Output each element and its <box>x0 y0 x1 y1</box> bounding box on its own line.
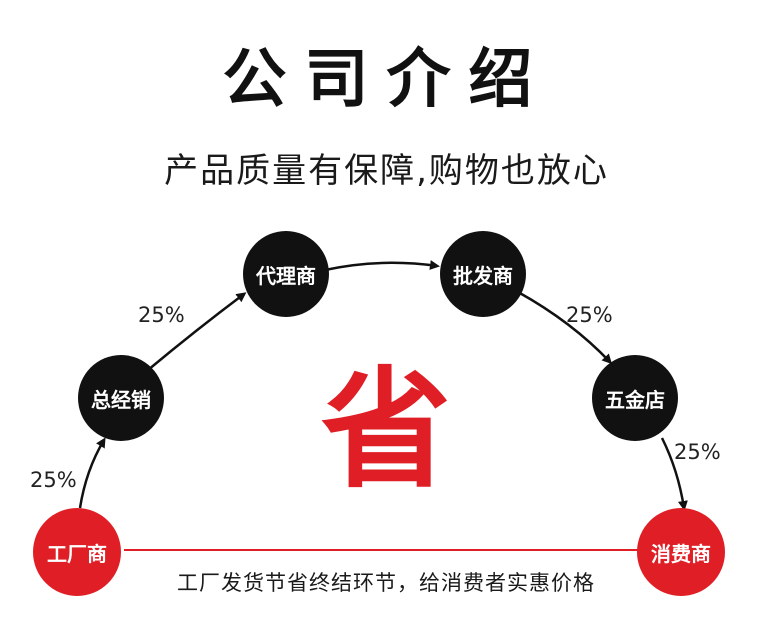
node-factory: 工厂商 <box>33 508 121 596</box>
arrow-hardware-to-consumer <box>660 437 688 511</box>
arrow-agent-to-wholesale <box>324 260 440 272</box>
page-subtitle: 产品质量有保障,购物也放心 <box>164 151 609 191</box>
node-agent: 代理商 <box>243 231 329 317</box>
center-save-character: 省 <box>320 354 451 506</box>
percent-label-1: 25% <box>30 468 77 492</box>
bottom-caption: 工厂发货节省终结环节，给消费者实惠价格 <box>177 571 595 595</box>
arrow-factory-to-general <box>78 437 106 509</box>
node-general: 总经销 <box>78 355 164 441</box>
percent-label-2: 25% <box>138 303 185 327</box>
page-title: 公司介绍 <box>222 43 551 117</box>
node-consumer: 消费商 <box>637 508 725 596</box>
arrow-general-to-agent <box>147 292 247 371</box>
arrow-wholesale-to-hardware <box>517 290 613 365</box>
percent-label-4: 25% <box>674 440 721 464</box>
node-hardware: 五金店 <box>592 355 678 441</box>
node-wholesale: 批发商 <box>440 231 526 317</box>
percent-label-3: 25% <box>566 303 613 327</box>
